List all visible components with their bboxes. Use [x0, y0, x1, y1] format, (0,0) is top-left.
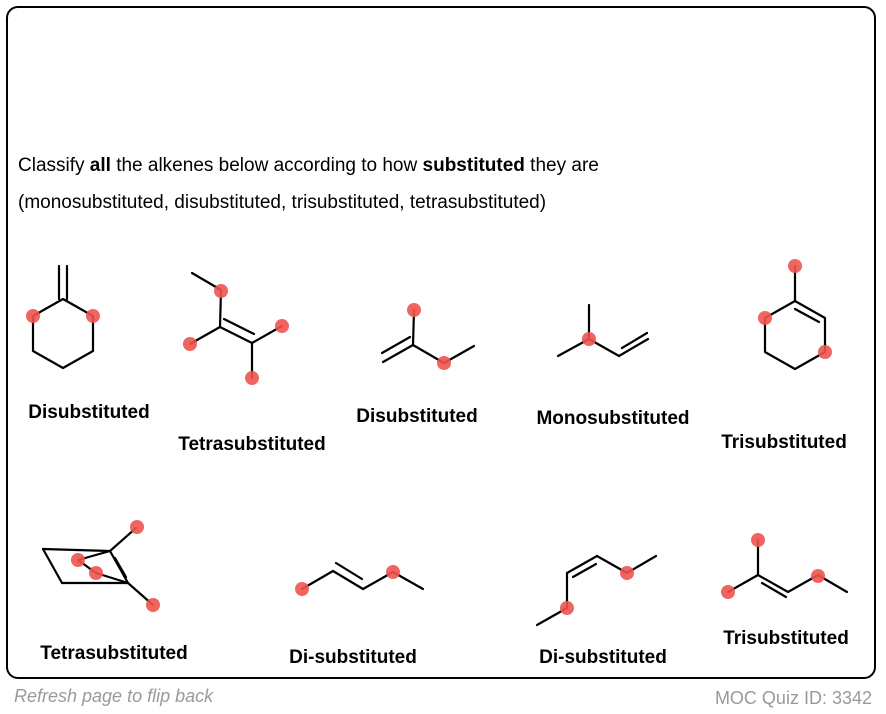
molecule-trisubstituted-alkene	[721, 533, 849, 599]
molecule-trans-alkene	[295, 561, 425, 596]
molecule-label-6: Tetrasubstituted	[40, 643, 188, 664]
quiz-id: MOC Quiz ID: 3342	[714, 688, 872, 708]
question-line-2: (monosubstituted, disubstituted, trisubs…	[18, 192, 547, 213]
molecule-label-8: Di-substituted	[539, 647, 667, 668]
molecule-1-methylcyclohexene	[758, 259, 832, 371]
molecule-3-methyl-1-butene	[556, 303, 650, 358]
molecule-label-4: Monosubstituted	[536, 408, 690, 429]
refresh-link[interactable]: Refresh page to flip back	[14, 686, 214, 706]
molecule-methylenecyclohexane	[26, 264, 100, 370]
quiz-card	[6, 6, 876, 679]
molecule-cis-alkene	[535, 554, 658, 627]
molecule-label-7: Di-substituted	[289, 647, 417, 668]
molecule-tetrasubstituted-alkene	[183, 271, 289, 385]
question-line-1: Classify all the alkenes below according…	[18, 155, 599, 176]
molecule-label-9: Trisubstituted	[723, 628, 849, 649]
molecule-2-methyl-1-butene	[380, 303, 476, 370]
molecule-label-2: Tetrasubstituted	[178, 434, 326, 455]
molecule-label-5: Trisubstituted	[721, 432, 847, 453]
molecule-label-3: Disubstituted	[356, 406, 478, 427]
molecule-bicyclic-alkene	[41, 520, 160, 612]
molecule-label-1: Disubstituted	[28, 402, 150, 423]
